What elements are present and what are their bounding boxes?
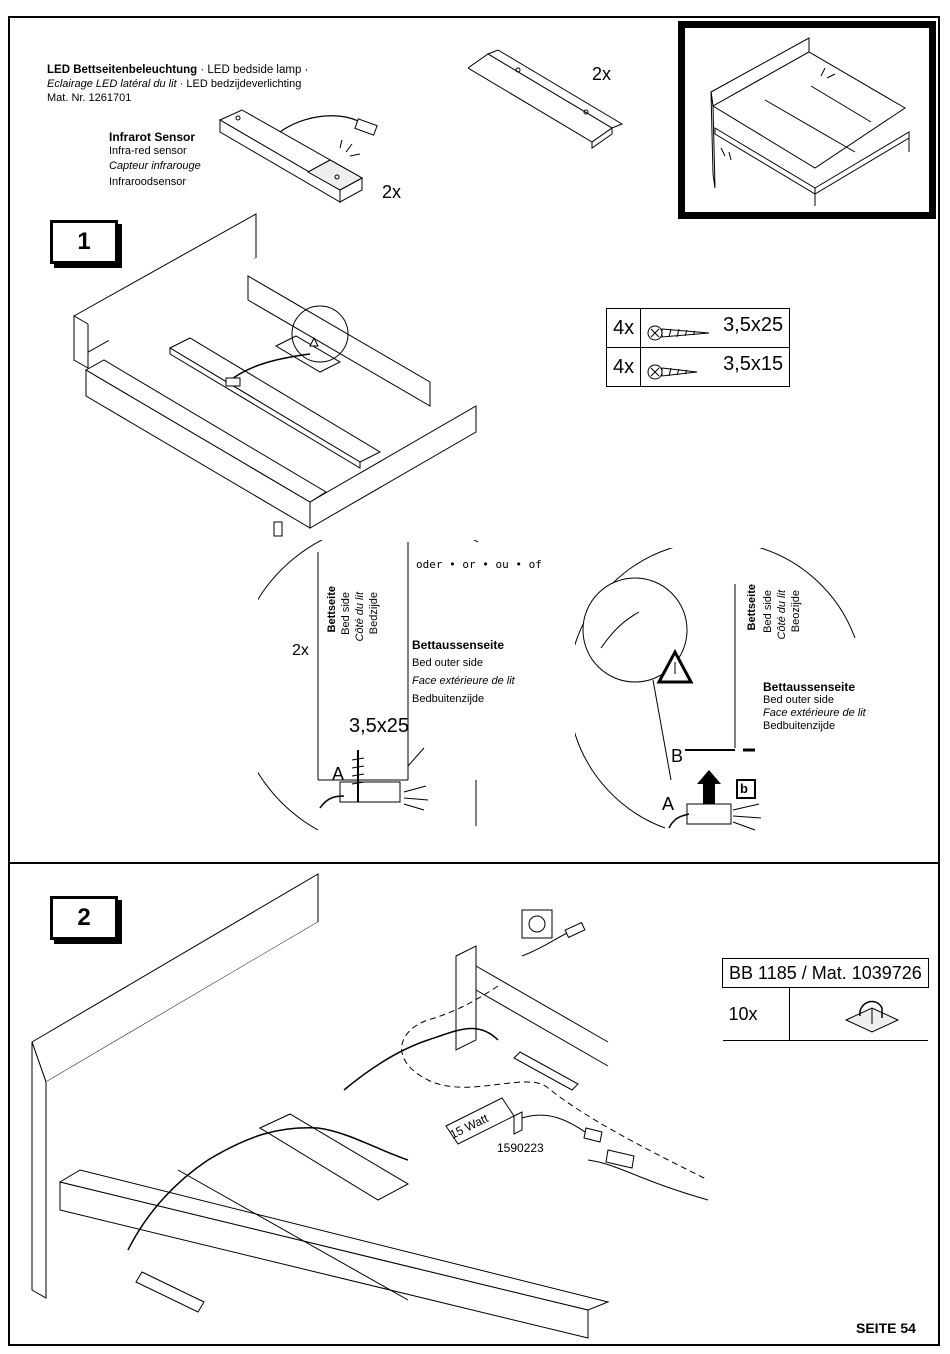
page-number: SEITE 54 — [856, 1320, 916, 1336]
section-divider — [8, 862, 940, 864]
screw-cell: 3,5x25 — [640, 308, 791, 348]
clip-set-label: BB 1185 / Mat. 1039726 — [722, 958, 929, 988]
driver-mat-number: 1590223 — [497, 1141, 544, 1155]
screw-table: 4x 3,5x25 4x 3,5x15 — [605, 308, 791, 387]
screw-cell: 3,5x15 — [640, 347, 791, 387]
right-bedside-fr: Côté du lit — [776, 590, 788, 640]
detail-circle-left — [258, 540, 479, 831]
clip-qty: 10x — [722, 987, 791, 1041]
left-outer-de: Bettaussenseite — [412, 638, 505, 652]
product-title-nl: · LED bedzijdeverlichting — [179, 78, 302, 90]
right-point-a: A — [662, 794, 675, 814]
led-lamp-illustration — [218, 109, 378, 203]
left-bedside-de: Bettseite — [326, 586, 338, 633]
product-title-en: · LED bedside lamp · — [200, 64, 309, 76]
right-bedside-nl: Beozijde — [790, 590, 802, 633]
right-outer-fr: Face extérieure de lit — [763, 707, 866, 719]
left-bedside-fr: Côté du lit — [354, 592, 366, 642]
step-1-badge: 1 — [50, 220, 118, 264]
right-bedside-en: Bed side — [762, 590, 774, 633]
right-tag: b — [740, 781, 748, 796]
screw-row: 4x 3,5x25 — [605, 308, 791, 348]
sensor-fr: Capteur infrarouge — [109, 160, 201, 172]
left-screw-size: 3,5x25 — [349, 715, 410, 737]
screw-qty: 4x — [605, 308, 642, 348]
mat-number: Mat. Nr. 1261701 — [47, 92, 132, 104]
screw-row: 4x 3,5x15 — [605, 347, 791, 387]
screw-size: 3,5x15 — [723, 352, 784, 375]
sensor-de: Infrarot Sensor — [109, 130, 196, 144]
product-title-fr: Eclairage LED latéral du lit — [47, 78, 177, 90]
clip-table: BB 1185 / Mat. 1039726 10x — [722, 958, 929, 1041]
screw-icon — [647, 364, 698, 379]
right-bedside-de: Bettseite — [746, 584, 758, 631]
sensor-nl: Infraroodsensor — [109, 176, 187, 188]
cable-clip-icon — [845, 1000, 900, 1033]
overview-thumbnail — [678, 21, 936, 219]
right-outer-en: Bed outer side — [763, 694, 834, 706]
sensor-en: Infra-red sensor — [109, 145, 187, 157]
right-point-b: B — [671, 746, 684, 766]
product-title-line-2: Eclairage LED latéral du lit · LED bedzi… — [47, 78, 301, 91]
left-bedside-nl: Bedzijde — [368, 592, 380, 635]
left-outer-nl: Bedbuitenzijde — [412, 693, 485, 705]
oder-label: oder • or • ou • of — [416, 558, 542, 571]
clip-icon-cell — [789, 987, 929, 1041]
screw-size: 3,5x25 — [723, 313, 784, 336]
bracket-quantity: 2x — [592, 64, 612, 84]
left-outer-en: Bed outer side — [412, 657, 483, 669]
product-title-de: LED Bettseitenbeleuchtung — [47, 64, 198, 76]
right-outer-nl: Bedbuitenzijde — [763, 720, 836, 732]
product-title-line: LED Bettseitenbeleuchtung · LED bedside … — [47, 64, 308, 77]
right-outer-de: Bettaussenseite — [763, 680, 856, 694]
detail-circle-right — [575, 548, 856, 831]
detail-left-qty: 2x — [292, 642, 309, 659]
lamp-quantity: 2x — [382, 182, 402, 202]
left-point-a: A — [332, 764, 345, 784]
screw-qty: 4x — [605, 347, 642, 387]
page-frame — [8, 16, 940, 1346]
step-2-badge: 2 — [50, 896, 118, 940]
bed-wiring-step2-illustration — [31, 873, 709, 1339]
bed-frame-step1-illustration — [73, 213, 478, 537]
left-outer-fr: Face extérieure de lit — [412, 675, 515, 687]
screw-icon — [647, 325, 710, 340]
left-bedside-en: Bed side — [340, 592, 352, 635]
bed-overview-illustration — [710, 37, 910, 206]
bracket-illustration — [468, 49, 624, 149]
